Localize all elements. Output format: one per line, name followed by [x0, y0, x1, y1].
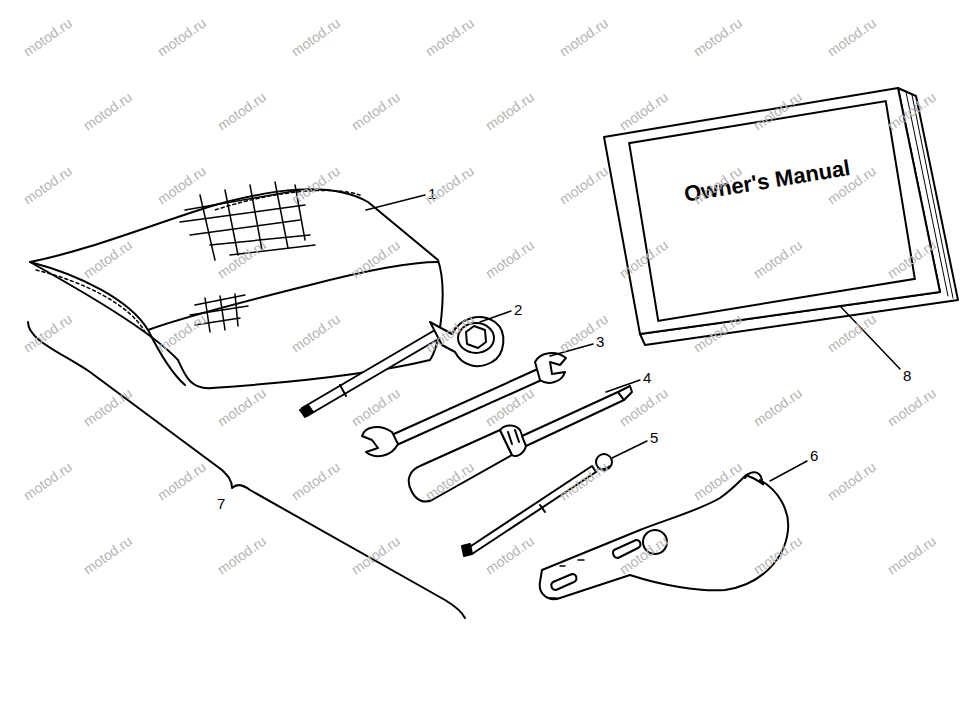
watermark: motod.ru [155, 459, 208, 502]
watermark: motod.ru [557, 459, 610, 502]
manual-book [604, 88, 958, 345]
watermark: motod.ru [349, 533, 402, 576]
watermark: motod.ru [825, 15, 878, 58]
watermark: motod.ru [825, 459, 878, 502]
watermark: motod.ru [81, 385, 134, 428]
watermark: motod.ru [289, 459, 342, 502]
group-bracket [28, 322, 465, 618]
watermark: motod.ru [751, 385, 804, 428]
watermark: motod.ru [617, 89, 670, 132]
watermark: motod.ru [81, 89, 134, 132]
watermark: motod.ru [155, 163, 208, 206]
tool-pouch [30, 182, 443, 388]
watermark: motod.ru [21, 459, 74, 502]
watermark: motod.ru [423, 163, 476, 206]
watermark: motod.ru [885, 385, 938, 428]
watermark: motod.ru [885, 533, 938, 576]
pin-tool [462, 454, 612, 556]
callout-number: 5 [650, 430, 658, 445]
watermark: motod.ru [155, 15, 208, 58]
watermark: motod.ru [423, 15, 476, 58]
watermark: motod.ru [691, 15, 744, 58]
watermark: motod.ru [21, 163, 74, 206]
watermark: motod.ru [483, 237, 536, 280]
watermark: motod.ru [289, 15, 342, 58]
watermark: motod.ru [215, 89, 268, 132]
callout-number: 3 [596, 334, 604, 349]
watermark: motod.ru [349, 385, 402, 428]
callout-number: 7 [217, 496, 225, 511]
watermark: motod.ru [483, 89, 536, 132]
watermark: motod.ru [349, 89, 402, 132]
watermark: motod.ru [557, 163, 610, 206]
watermark: motod.ru [21, 15, 74, 58]
watermark: motod.ru [557, 15, 610, 58]
callout-number: 4 [643, 370, 651, 385]
callout-number: 6 [810, 448, 818, 463]
callout-number: 2 [514, 302, 522, 317]
watermark: motod.ru [215, 533, 268, 576]
watermark: motod.ru [215, 385, 268, 428]
watermark: motod.ru [81, 533, 134, 576]
watermark: motod.ru [21, 311, 74, 354]
callout-number: 8 [903, 368, 911, 383]
